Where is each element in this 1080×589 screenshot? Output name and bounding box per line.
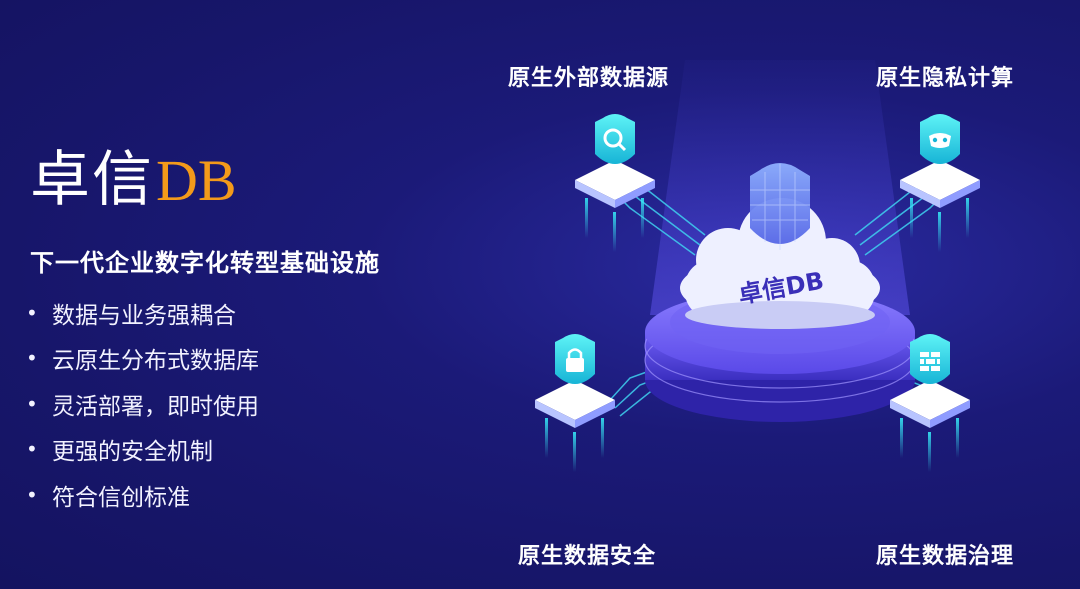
feature-text: 灵活部署，即时使用 <box>52 393 259 420</box>
architecture-illustration: 卓信DB <box>535 60 980 472</box>
search-shield-icon <box>595 114 635 164</box>
bullet-dot: • <box>26 391 38 416</box>
center-shield-icon <box>750 163 810 250</box>
node-external-datasource <box>575 114 655 252</box>
node-privacy-computing <box>900 114 980 252</box>
bullet-dot: • <box>26 346 38 371</box>
feature-item: • 云原生分布式数据库 <box>26 336 259 382</box>
label-external-datasource: 原生外部数据源 <box>508 66 670 91</box>
label-privacy-computing: 原生隐私计算 <box>876 66 1015 91</box>
feature-item: • 数据与业务强耦合 <box>26 290 259 336</box>
product-name-cn: 卓信 <box>30 145 154 215</box>
bullet-dot: • <box>26 482 38 507</box>
feature-item: • 符合信创标准 <box>26 472 259 518</box>
feature-text: 符合信创标准 <box>52 484 190 511</box>
feature-text: 云原生分布式数据库 <box>52 348 259 375</box>
bullet-dot: • <box>26 300 38 325</box>
bullet-dot: • <box>26 437 38 462</box>
cloud-shape <box>680 198 880 329</box>
node-data-governance <box>890 334 970 472</box>
feature-text: 数据与业务强耦合 <box>52 302 236 329</box>
feature-item: • 更强的安全机制 <box>26 427 259 473</box>
label-data-governance: 原生数据治理 <box>876 544 1015 569</box>
feature-text: 更强的安全机制 <box>52 439 213 466</box>
label-data-security: 原生数据安全 <box>518 544 657 569</box>
product-title: 卓信 DB <box>30 150 237 210</box>
node-data-security <box>535 334 615 472</box>
tagline: 下一代企业数字化转型基础设施 <box>30 249 380 277</box>
feature-item: • 灵活部署，即时使用 <box>26 381 259 427</box>
product-name-en: DB <box>156 148 237 213</box>
feature-list: • 数据与业务强耦合 • 云原生分布式数据库 • 灵活部署，即时使用 • 更强的安全机制… <box>26 290 259 518</box>
